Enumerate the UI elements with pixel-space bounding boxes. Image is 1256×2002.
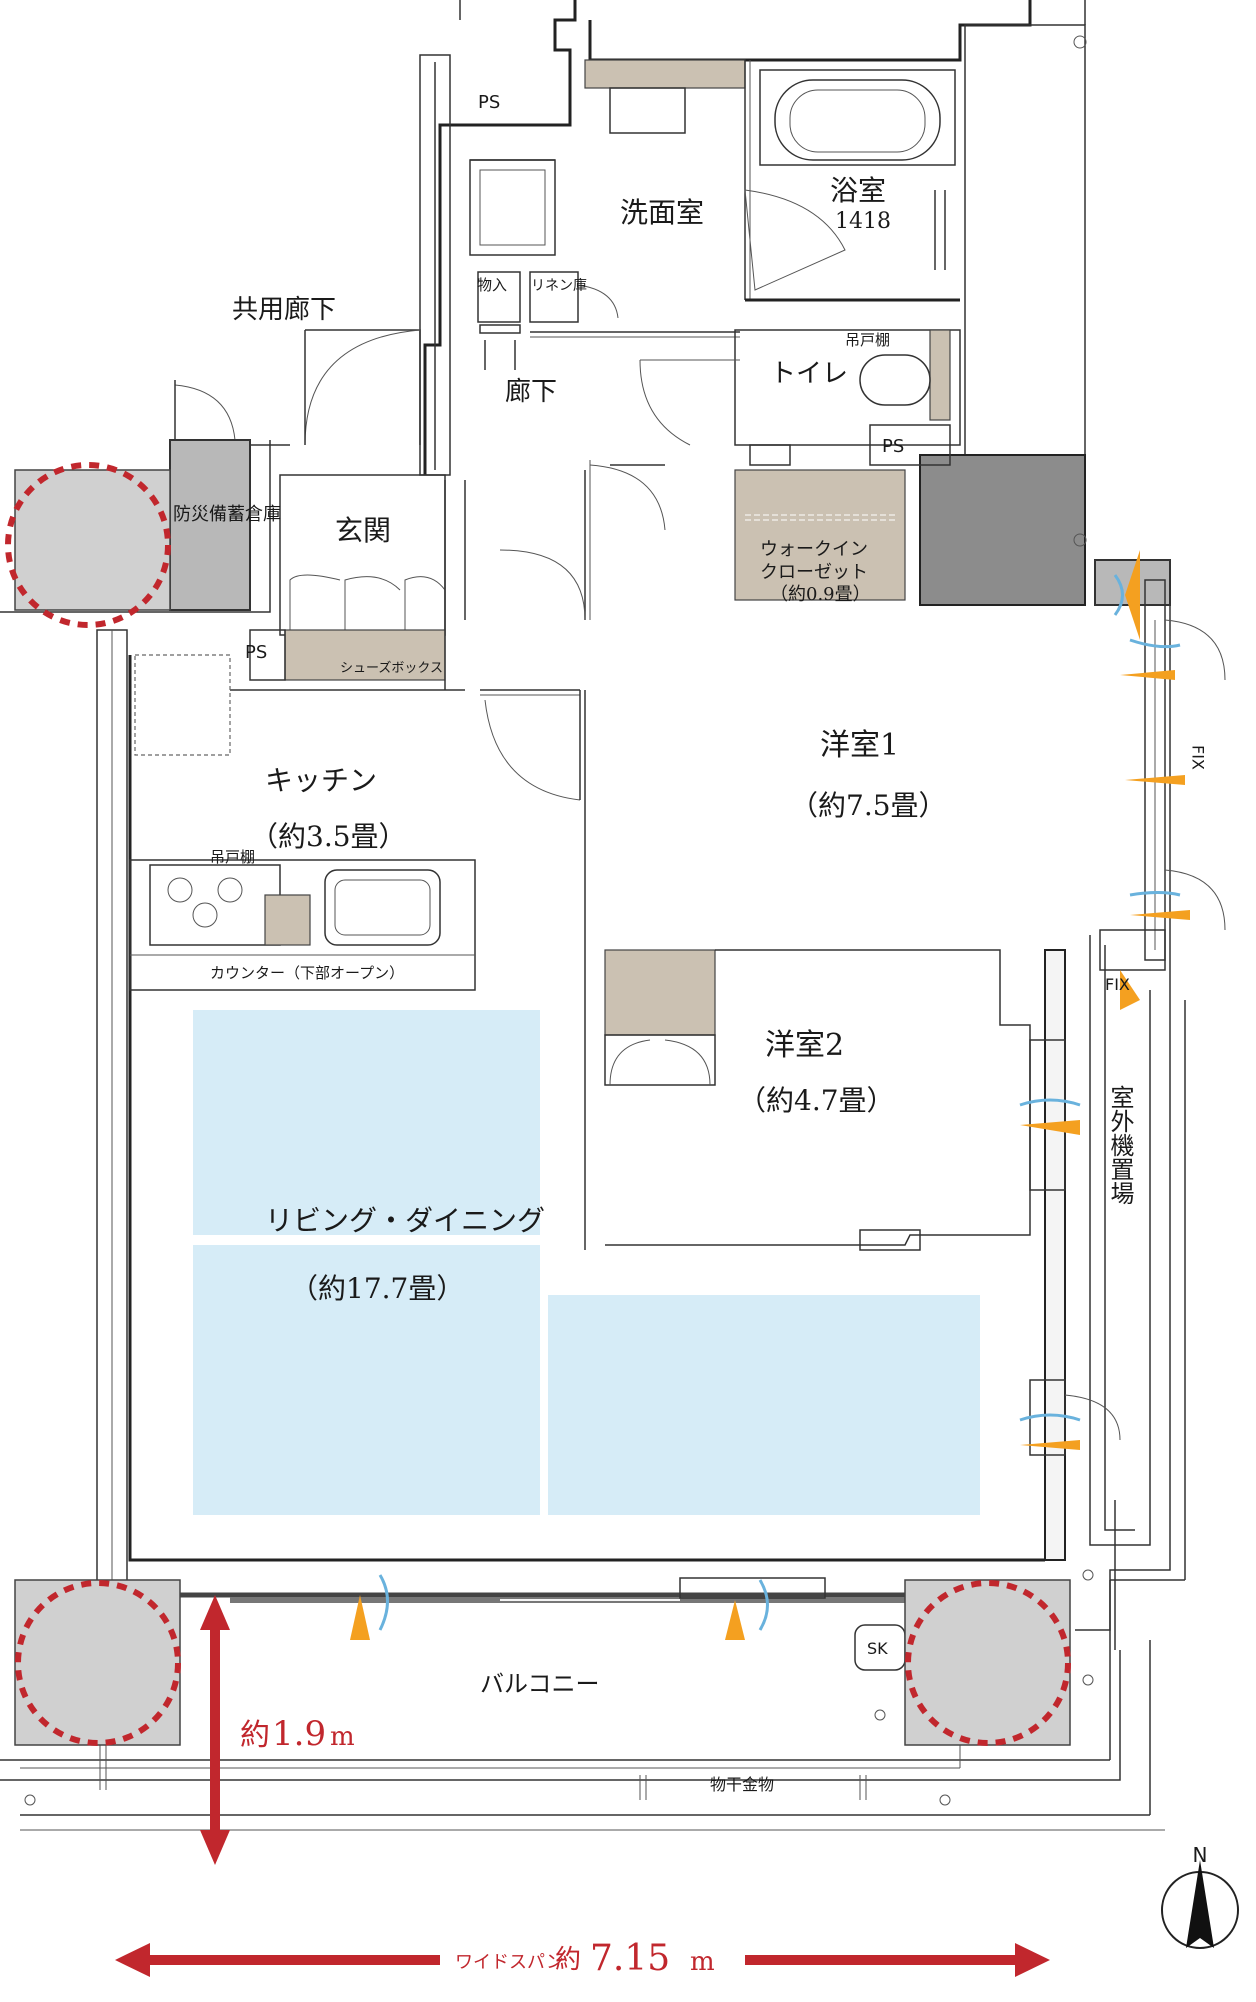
kitchen-label: キッチン [265,764,377,797]
balcony-depth-unit: m [330,1722,355,1752]
counter-label: カウンター（下部オープン） [210,964,404,982]
pillar-highlight-ring [15,1580,181,1746]
outdoor-unit-label-group: 室外機置場 [1106,1085,1134,1205]
bath-size-label: 1418 [835,209,891,234]
shoebox-label: シューズボックス [340,660,443,676]
living-size-label: （約17.7畳） [290,1272,464,1305]
room1-size-label: （約7.5畳） [790,789,947,822]
exterior-walls [0,440,1186,1831]
compass-needle-icon [1186,1860,1214,1948]
hallway-label: 廊下 [505,377,557,407]
hallway-zone [464,460,591,1250]
disaster-storage-label: 防災備蓄倉庫 [173,504,281,525]
pillar-highlight-ring [5,462,171,628]
balcony-windows [230,1577,1015,1671]
dimension-labels: 約 1.9 m ワイドスパン 約 7.15 m [240,1714,715,1979]
balcony-depth-arrow [200,1595,230,1865]
living-label: リビング・ダイニング [265,1204,545,1237]
wide-span-unit: m [690,1947,715,1977]
compass-north-label: N [1193,1843,1208,1867]
washroom-label: 洗面室 [620,196,704,229]
room2-size-label: （約4.7畳） [738,1084,895,1117]
entrance-label: 玄関 [335,514,391,547]
wide-span-prefix: 約 [555,1945,581,1975]
room2-label: 洋室2 [765,1028,844,1063]
storage-linen-label: リネン庫 [531,277,587,294]
wic-label-line1: ウォークイン [760,539,868,560]
balcony-depth-value: 1.9 [272,1714,326,1754]
kitchen-cabinet-label: 吊戸棚 [210,848,255,866]
bathroom-label: 浴室 [830,174,886,207]
storage-mono-label: 物入 [477,276,507,294]
kitchen-zone [129,859,476,991]
entrance-zone [134,329,465,756]
fix-label-1: FIX [1189,745,1208,770]
toilet-cabinet-label: 吊戸棚 [845,331,890,349]
kitchen-size-label: （約3.5畳） [250,820,407,853]
fix-label-2: FIX [1105,975,1130,994]
structural-pillars [5,462,1071,1746]
toilet-zone [639,329,961,466]
shared-corridor-label: 共用廊下 [232,295,336,325]
storage-zone [477,271,740,370]
room2-zone [604,949,1121,1456]
walk-in-closet [589,464,906,601]
room-labels: PS 洗面室 浴室 1418 物入 リネン庫 共用廊下 廊下 トイレ 吊戸棚 P… [173,92,1208,1794]
ps-toilet-label: PS [882,436,904,457]
room1-label: 洋室1 [820,728,899,763]
laundry-hardware-label: 物干金物 [710,1775,774,1794]
outdoor-unit-label: 室外機置場 [1106,1085,1134,1205]
wide-span-label: ワイドスパン [455,1952,564,1973]
building-outline [419,0,1087,606]
toilet-label: トイレ [770,359,848,389]
living-highlights [193,1010,980,1515]
wide-span-value: 7.15 [590,1938,670,1979]
wic-label-line3: （約0.9畳） [770,584,871,605]
pillar-highlight-ring [905,1580,1071,1746]
sk-label: SK [867,1639,888,1658]
compass: N [1161,1843,1239,1949]
bath-zone [469,59,960,302]
ps-entrance-label: PS [245,642,267,663]
airflow-indicators [350,550,1190,1640]
wic-label-line2: クローゼット [760,562,868,583]
ps-top-label: PS [478,92,500,113]
wide-span-arrow [115,1943,1050,1977]
balcony-depth-prefix: 約 [240,1718,270,1753]
balcony-label: バルコニー [480,1670,600,1698]
